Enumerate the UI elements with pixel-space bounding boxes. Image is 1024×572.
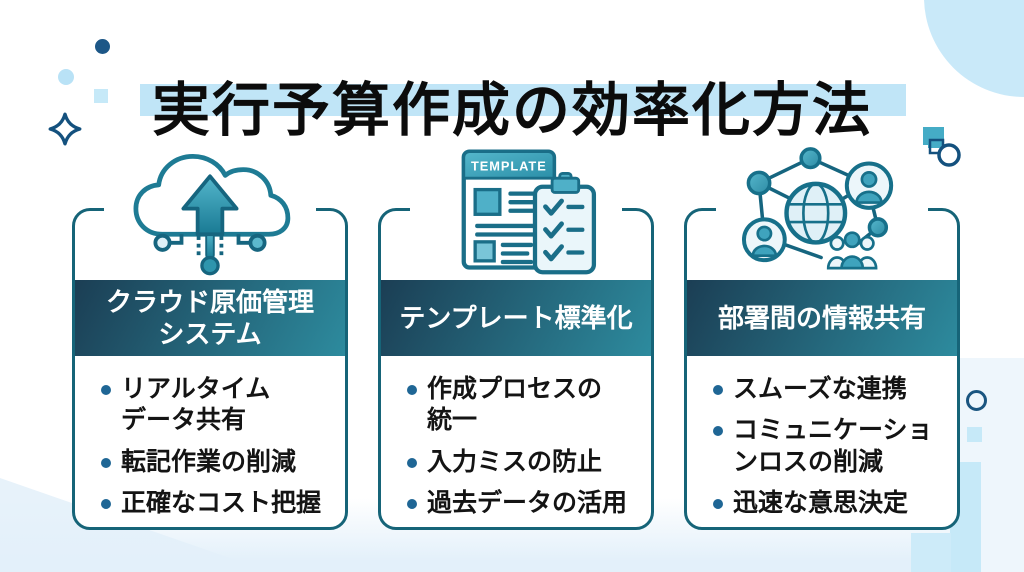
list-item: 迅速な意思決定	[713, 488, 943, 519]
bullet-text: 正確なコスト把握	[121, 488, 322, 517]
square-decoration-right	[967, 427, 982, 442]
card-header-text: クラウド原価管理 システム	[105, 286, 314, 350]
bullet-dot	[713, 385, 723, 395]
bullet-text: リアルタイム データ共有	[121, 375, 271, 435]
card-info-sharing: 部署間の情報共有 スムーズな連携 コミュニケーショ ンロスの削減 迅速な意思決定	[684, 145, 960, 530]
sparkle-icon	[48, 112, 82, 146]
card-header: 部署間の情報共有	[687, 280, 957, 356]
bullet-text: 入力ミスの防止	[427, 447, 603, 476]
bullet-dot	[101, 457, 111, 468]
cloud-upload-icon	[133, 153, 291, 276]
list-item: コミュニケーショ ンロスの削減	[713, 415, 943, 478]
card-cloud-cost-system: クラウド原価管理 システム リアルタイム データ共有 転記作業の削減 正確なコス…	[72, 145, 348, 530]
card-bullet-list: リアルタイム データ共有 転記作業の削減 正確なコスト把握	[75, 356, 345, 529]
card-icon-area: TEMPLATE	[410, 145, 622, 277]
dot-decoration-light	[58, 69, 74, 85]
ring-decoration-right	[966, 390, 987, 411]
list-item: スムーズな連携	[713, 374, 943, 405]
card-bullet-list: 作成プロセスの 統一 入力ミスの防止 過去データの活用	[381, 356, 651, 529]
list-item: 過去データの活用	[407, 488, 637, 519]
list-item: 作成プロセスの 統一	[407, 374, 637, 437]
card-bullet-list: スムーズな連携 コミュニケーショ ンロスの削減 迅速な意思決定	[687, 356, 957, 529]
list-item: 正確なコスト把握	[101, 488, 331, 519]
page-title: 実行予算作成の効率化方法	[151, 77, 872, 143]
square-decoration-left	[94, 89, 108, 103]
bullet-text: 過去データの活用	[427, 488, 628, 517]
bullet-text: 転記作業の削減	[121, 447, 297, 476]
bullet-dot	[407, 498, 417, 509]
network-people-icon	[741, 147, 894, 270]
list-item: 入力ミスの防止	[407, 447, 637, 478]
title-highlight	[140, 84, 906, 116]
bullet-dot	[407, 457, 417, 468]
template-label: TEMPLATE	[471, 159, 547, 174]
dot-decoration-dark	[95, 39, 110, 54]
bullet-dot	[407, 385, 417, 395]
bullet-dot	[713, 426, 723, 437]
bar-decoration-2	[911, 533, 951, 572]
bullet-text: 迅速な意思決定	[733, 488, 909, 517]
card-icon-area	[104, 145, 316, 277]
bullet-dot	[101, 385, 111, 395]
card-header: クラウド原価管理 システム	[75, 280, 345, 356]
list-item: リアルタイム データ共有	[101, 374, 331, 437]
card-header-text: 部署間の情報共有	[717, 302, 926, 333]
template-checklist-icon: TEMPLATE	[461, 149, 597, 275]
bullet-text: スムーズな連携	[733, 375, 907, 403]
bullet-dot	[101, 498, 111, 509]
card-icon-area	[716, 145, 928, 277]
bullet-text: コミュニケーショ ンロスの削減	[733, 416, 933, 476]
list-item: 転記作業の削減	[101, 447, 331, 478]
bullet-text: 作成プロセスの 統一	[427, 375, 603, 435]
card-header: テンプレート標準化	[381, 280, 651, 356]
card-header-text: テンプレート標準化	[399, 302, 633, 333]
bullet-dot	[713, 498, 723, 509]
square-circle-icon	[923, 127, 961, 167]
card-template-standardization: TEMPLATE	[378, 145, 654, 530]
